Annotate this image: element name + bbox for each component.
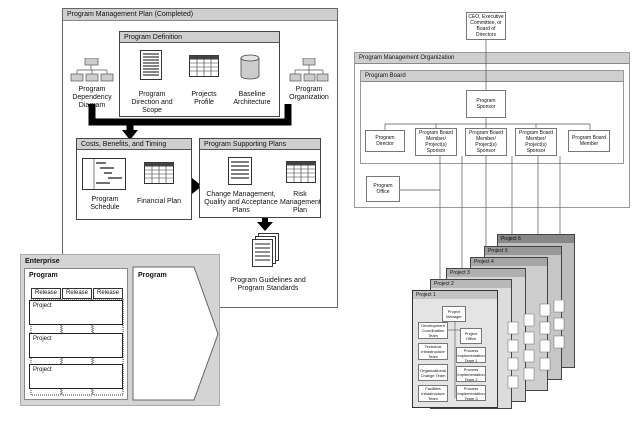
project-card-title: Project 2 xyxy=(431,280,511,288)
projects-profile-label: Projects Profile xyxy=(191,91,217,106)
baseline-architecture-icon xyxy=(240,54,260,80)
schedule-label: Program Schedule xyxy=(90,196,120,211)
program-office-box: Program Office xyxy=(366,176,400,202)
project-row: Project xyxy=(29,364,123,389)
board-member-box: Program Board Member/ Project(s) Sponsor xyxy=(465,128,507,156)
dependency-diagram-icon xyxy=(70,58,114,84)
enterprise-program-label: Program xyxy=(29,272,58,279)
project-card-title: Project 4 xyxy=(471,258,547,266)
costs-title: Costs, Benefits, and Timing xyxy=(77,139,191,150)
program-organization-icon xyxy=(289,58,329,82)
project-card-title: Project 6 xyxy=(485,247,561,255)
team-box: Development Coordination Team xyxy=(418,322,448,339)
guidelines-icon xyxy=(252,233,280,267)
team-box: Technical Infrastructure Team xyxy=(418,343,448,360)
team-box: Facilities Infrastructure Team xyxy=(418,385,448,402)
enterprise-program2-label: Program xyxy=(138,272,167,279)
enterprise-program-arrow xyxy=(132,266,219,401)
program-organization-label: Program Organization xyxy=(289,86,329,101)
project-row: Project xyxy=(29,300,123,325)
schedule-icon xyxy=(82,158,126,190)
supporting-plans-title: Program Supporting Plans xyxy=(200,139,320,150)
program-board-title: Program Board xyxy=(361,71,623,82)
direction-document-icon xyxy=(140,50,162,80)
program-sponsor-box: Program Sponsor xyxy=(466,90,506,118)
project1-connectors xyxy=(448,322,462,398)
risk-plan-icon xyxy=(286,161,316,183)
board-member-box: Program Board Member/ Project(s) Sponsor xyxy=(415,128,457,156)
project-card-title: Project 1 xyxy=(413,291,497,299)
ceo-box: CEO, Executive Committee, or Board of Di… xyxy=(466,12,506,40)
board-member-box: Program Board Member xyxy=(568,130,610,152)
change-management-icon xyxy=(228,157,252,185)
risk-plan-label: Risk Management Plan xyxy=(280,191,321,214)
guidelines-label: Program Guidelines and Program Standards xyxy=(230,277,306,292)
project-row: Project xyxy=(29,333,123,358)
financial-plan-icon xyxy=(144,162,174,184)
board-member-box: Program Board Member/ Project(s) Sponsor xyxy=(515,128,557,156)
direction-label: Program Direction and Scope xyxy=(131,91,173,114)
team-box: Process Implementation Team 2 xyxy=(456,366,486,382)
change-management-label: Change Management, Quality and Acceptanc… xyxy=(204,191,278,214)
org-connectors xyxy=(384,40,591,295)
team-box: Organizational Change Team xyxy=(418,364,448,381)
org-title: Program Management Organization xyxy=(355,53,629,64)
team-box: Process Implementation Team 3 xyxy=(456,385,486,401)
program-definition-title: Program Definition xyxy=(120,32,279,43)
project-manager-box: Project Manager xyxy=(442,306,466,322)
pmp-title: Program Management Plan (Completed) xyxy=(63,9,337,21)
baseline-label: Baseline Architecture xyxy=(233,91,271,106)
enterprise-title: Enterprise xyxy=(25,258,60,265)
project-card-title: Project 3 xyxy=(447,269,525,277)
team-box: Process Implementation Team 1 xyxy=(456,347,486,363)
projects-profile-icon xyxy=(189,55,219,77)
financial-plan-label: Financial Plan xyxy=(137,198,181,205)
project-office-box: Project Office xyxy=(460,328,482,344)
program-director-box: Program Director xyxy=(365,130,405,152)
project-card-title: Project 6 xyxy=(498,235,574,243)
rear-card-details xyxy=(507,300,565,389)
